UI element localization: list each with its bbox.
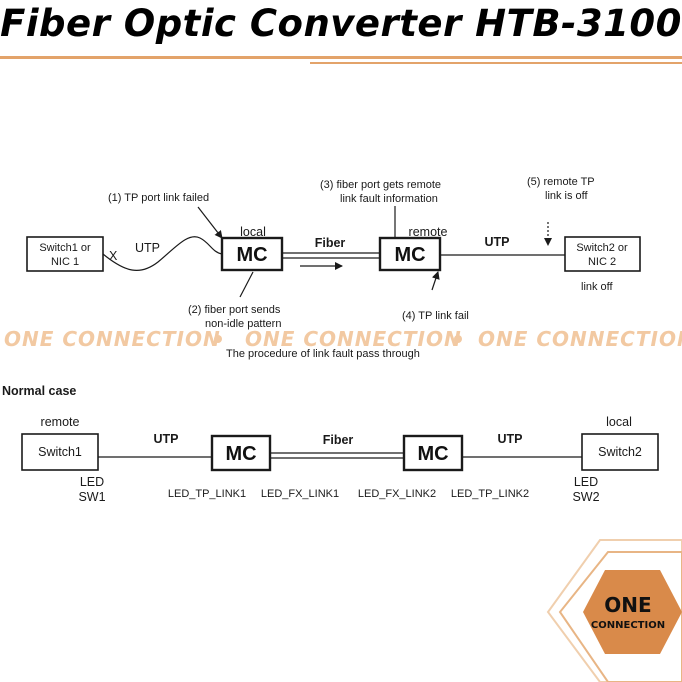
fault-diagram: Switch1 or NIC 1 X UTP (1) TP port link … <box>26 176 641 360</box>
link-off-label: link off <box>581 281 614 293</box>
utp-label-normal-left: UTP <box>154 432 179 446</box>
utp-label-normal-right: UTP <box>498 432 523 446</box>
page-title: Fiber Optic Converter HTB-3100 <box>0 2 682 45</box>
step3-line1: (3) fiber port gets remote <box>320 179 441 191</box>
step5-line2: link is off <box>545 190 589 202</box>
step2-arrow <box>239 271 254 298</box>
led-fx-link2: LED_FX_LINK2 <box>358 488 436 500</box>
watermark-band: ONE CONNECTION ONE CONNECTION ONE CONNEC… <box>4 327 682 351</box>
switch2-nic2-line2: NIC 2 <box>588 256 616 268</box>
fault-caption: The procedure of link fault pass through <box>226 348 420 360</box>
mc-remote-box <box>378 236 442 272</box>
utp-label-left: UTP <box>135 241 160 255</box>
fiber-label-normal: Fiber <box>323 433 354 447</box>
local-label: local <box>606 415 632 429</box>
step1-label: (1) TP port link failed <box>108 192 209 204</box>
remote-label: remote <box>41 415 80 429</box>
switch1-text: Switch1 <box>38 445 82 459</box>
switch1-nic1-line1: Switch1 or <box>39 242 91 254</box>
switch1-nic1-box <box>26 236 104 272</box>
brand-line2: CONNECTION <box>591 620 665 631</box>
brand-badge: ONE CONNECTION <box>546 539 682 682</box>
led-tp-link1: LED_TP_LINK1 <box>168 488 246 500</box>
step2-line2: non-idle pattern <box>205 318 281 330</box>
fiber-label: Fiber <box>315 236 346 250</box>
switch2-nic2-box <box>564 236 641 272</box>
step4-label: (4) TP link fail <box>402 310 469 322</box>
badge-mid-outline <box>558 551 682 682</box>
watermark-text-3: ONE CONNECTION <box>478 327 682 351</box>
mc-remote-text: MC <box>394 244 425 266</box>
step5-line1: (5) remote TP <box>527 176 595 188</box>
utp-label-right: UTP <box>485 235 510 249</box>
switch2-text: Switch2 <box>598 445 642 459</box>
mc1-box <box>210 434 272 472</box>
normal-case-diagram: Normal case remote Switch1 UTP MC Fiber … <box>2 384 659 504</box>
step3-line2: link fault information <box>340 193 438 205</box>
switch2-box <box>581 433 659 471</box>
mc-local-text: MC <box>236 244 267 266</box>
utp-cable-left <box>102 236 223 271</box>
step4-arrow <box>431 271 440 291</box>
mc1-text: MC <box>225 443 256 465</box>
mc-remote-label: remote <box>409 225 448 239</box>
link-fail-mark: X <box>109 249 118 263</box>
led-tp-link2: LED_TP_LINK2 <box>451 488 529 500</box>
led-fx-link1: LED_FX_LINK1 <box>261 488 339 500</box>
brand-line1: ONE <box>604 593 651 617</box>
step1-arrow <box>197 206 223 239</box>
led-sw2-line2: SW2 <box>572 490 599 504</box>
step2-line1: (2) fiber port sends <box>188 304 281 316</box>
led-sw1-line2: SW1 <box>78 490 105 504</box>
switch1-box <box>21 433 99 471</box>
mc2-text: MC <box>417 443 448 465</box>
switch1-nic1-line2: NIC 1 <box>51 256 79 268</box>
mc2-box <box>402 434 464 472</box>
title-underline-accent <box>310 62 682 64</box>
led-sw2-line1: LED <box>574 475 598 489</box>
badge-outer-outline <box>546 539 682 682</box>
mc-local-label: local <box>240 225 266 239</box>
mc-local-box <box>220 236 284 272</box>
watermark-text-2: ONE CONNECTION <box>245 327 462 351</box>
title-underline <box>0 56 682 59</box>
watermark-dot-2 <box>454 335 462 343</box>
watermark-text-1: ONE CONNECTION <box>4 327 221 351</box>
badge-hexagon <box>583 570 682 654</box>
watermark-dot-1 <box>214 335 222 343</box>
led-sw1-line1: LED <box>80 475 104 489</box>
switch2-nic2-line1: Switch2 or <box>576 242 628 254</box>
normal-case-heading: Normal case <box>2 384 76 398</box>
